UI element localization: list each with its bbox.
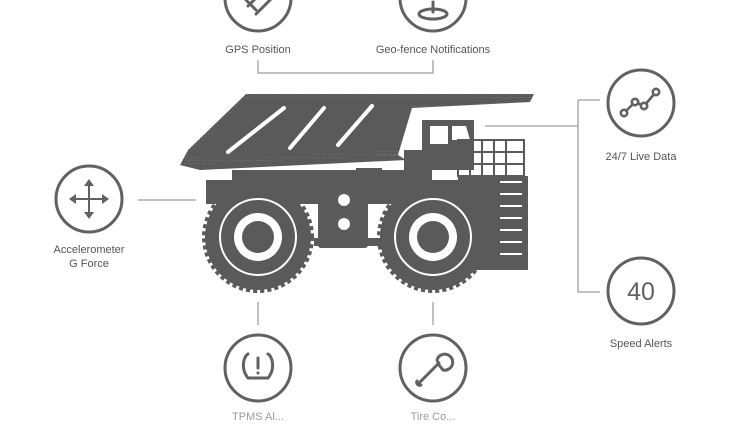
accelerometer-icon-circle: [54, 164, 124, 234]
geofence-icon-circle: [398, 0, 468, 33]
top-bracket: [257, 60, 434, 74]
geofence-notifications-label: Geo-fence Notifications: [375, 44, 491, 56]
map-pin-icon: [417, 0, 449, 21]
tire-icon-circle: [398, 333, 468, 403]
accelerometer-label: Accelerometer G Force: [54, 243, 125, 271]
satellite-icon: [244, 0, 273, 16]
tire-condition-label: Tire Co...: [410, 411, 456, 423]
tpms-alerts-label: TPMS Al...: [232, 411, 284, 423]
truck-rear-wheel: [202, 181, 314, 293]
tire-pressure-icon: [241, 352, 275, 380]
live-data-label: 24/7 Live Data: [605, 151, 677, 163]
accelerometer-label-line1: Accelerometer: [53, 244, 125, 256]
tpms-icon-circle: [223, 333, 293, 403]
gps-icon-circle: [223, 0, 293, 33]
speed-value-icon: 40: [627, 278, 655, 306]
direction-arrows-icon: [69, 179, 109, 219]
wrench-icon: [415, 352, 455, 387]
connector-lines: [138, 60, 600, 325]
accelerometer-label-line2: G Force: [69, 258, 109, 270]
speed-alerts-label: Speed Alerts: [609, 338, 673, 350]
gps-position-label: GPS Position: [225, 44, 291, 56]
speed-icon-circle: [606, 256, 676, 326]
haul-truck-illustration: [180, 94, 534, 293]
right-bracket: [485, 99, 600, 293]
truck-front-wheel: [377, 181, 489, 293]
live-data-icon-circle: [606, 68, 676, 138]
line-chart-icon: [619, 87, 661, 118]
truck-ladder: [500, 181, 522, 255]
